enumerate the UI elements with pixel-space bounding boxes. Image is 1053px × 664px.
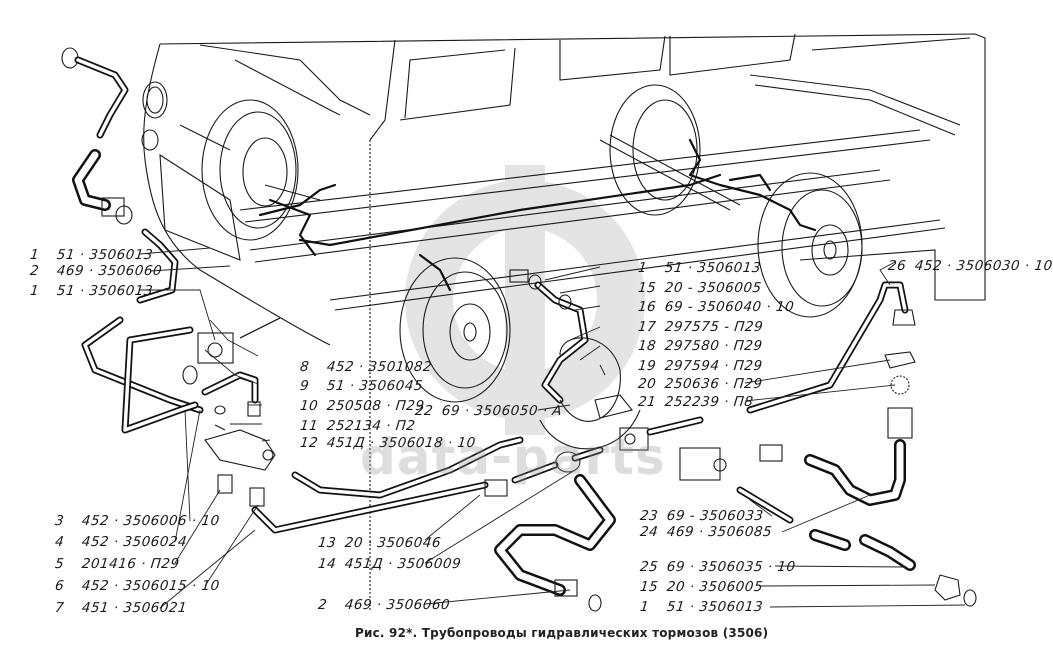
part-label: 25 69 · 3506035 · 10 [639,559,797,575]
rear-right-wheel [757,172,863,318]
part-label: 17 297575 - П29 [637,319,764,335]
part-label: 20 250636 · П29 [637,376,764,392]
part-label: 26 452 · 3506030 · 10 [887,258,1053,274]
vehicle-body [141,33,986,610]
part-label: 22 69 · 3506050 · А [414,403,563,419]
part-label: 21 252239 · П8 [637,394,755,410]
part-label: 2 469 · 3506060 [317,597,451,613]
vehicle-brake-line [258,138,817,292]
part-label: 11 252134 · П2 [299,418,417,434]
mid-wheel [399,257,511,403]
watermark-logo [405,165,645,435]
leader-lines [139,247,966,609]
part-label: 19 297594 · П29 [637,358,764,374]
part-label: 6 452 · 3506015 · 10 [54,578,221,594]
watermark-text: data-parts [360,428,666,486]
part-label: 23 69 - 3506033 [639,508,765,524]
part-label: 2 469 · 3506060 [29,263,163,279]
right-pipe-assembly [746,281,916,506]
part-label: 8 452 · 3501082 [299,359,433,375]
front-hose-assembly [61,47,133,225]
left-pipe-assembly [81,228,489,534]
part-label: 18 297580 · П29 [637,338,764,354]
part-label: 13 20 · 3506046 [317,535,442,551]
part-label: 15 20 · 3506005 [639,579,764,595]
rear-left-wheel [609,84,701,216]
part-label: 15 20 - 3506005 [637,280,763,296]
part-label: 1 51 · 3506013 [29,283,154,299]
center-pipe-assembly [291,274,977,612]
front-wheel [201,99,321,241]
part-label: 1 51 · 3506013 [637,260,762,276]
part-label: 16 69 - 3506040 · 10 [637,299,795,315]
part-label: 3 452 · 3506006 · 10 [54,513,221,529]
part-label: 5 201416 · П29 [54,556,181,572]
part-label: 9 51 · 3506045 [299,378,424,394]
part-label: 4 452 · 3506024 [54,534,188,550]
part-label: 7 451 · 3506021 [54,600,188,616]
part-label: 1 51 · 3506013 [29,247,154,263]
part-label: 14 451Д · 3506009 [317,556,462,572]
figure-caption: Рис. 92*. Трубопроводы гидравлических то… [355,626,769,640]
part-label: 24 469 · 3506085 [639,524,773,540]
chassis-frame [239,74,961,311]
part-label: 10 250508 · П29 [299,398,426,414]
part-label: 12 451Д · 3506018 · 10 [299,435,477,451]
part-label: 1 51 · 3506013 [639,599,764,615]
